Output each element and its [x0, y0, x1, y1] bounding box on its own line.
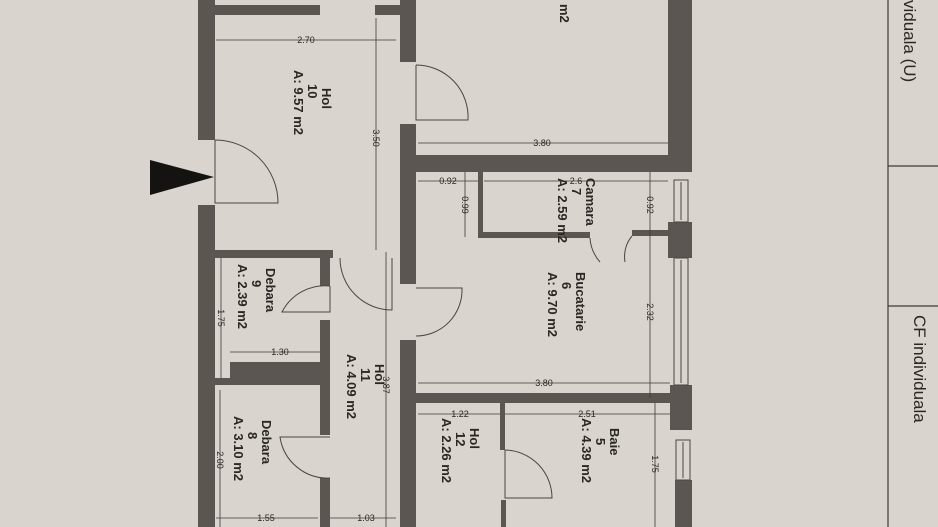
room-hol-12: Hol 12 A: 2.26 m2 — [439, 418, 482, 483]
room-name: Hol — [372, 364, 387, 385]
room-name: Camara — [583, 178, 598, 226]
dim-0-92-right: 0.92 — [645, 196, 655, 214]
room-number: 9 — [249, 280, 264, 287]
dimension-labels: 2.70 3.50 3.80 0.92 0.99 2.6 0.92 2.32 3… — [215, 35, 660, 523]
dim-1-22: 1.22 — [451, 409, 469, 419]
room-number: 7 — [569, 188, 584, 195]
room-baie-5: Baie 5 A: 4.39 m2 — [579, 418, 622, 483]
room-number: 5 — [593, 438, 608, 445]
walls — [198, 0, 692, 527]
partial-room-area: m2 — [557, 4, 572, 23]
dim-2-6: 2.6 — [570, 176, 583, 186]
room-hol-10: Hol 10 A: 9.57 m2 — [291, 70, 334, 135]
room-camara-7: Camara 7 A: 2.59 m2 — [555, 178, 598, 243]
dim-2-32: 2.32 — [645, 303, 655, 321]
room-name: Hol — [467, 428, 482, 449]
side-panel: viduala (U) CF individuala — [887, 0, 938, 527]
side-panel-top-label: viduala (U) — [900, 0, 919, 82]
dim-0-99: 0.99 — [460, 196, 470, 214]
room-name: Baie — [607, 428, 622, 455]
side-panel-bottom-label: CF individuala — [910, 315, 929, 423]
dim-2-70: 2.70 — [297, 35, 315, 45]
room-area: A: 9.57 m2 — [291, 70, 306, 135]
room-area: A: 2.59 m2 — [555, 178, 570, 243]
dim-1-75-left: 1.75 — [216, 309, 226, 327]
dim-1-75-right: 1.75 — [650, 455, 660, 473]
dim-3-80-bottom: 3.80 — [535, 378, 553, 388]
dim-2-00: 2.00 — [215, 451, 225, 469]
room-debara-9: Debara 9 A: 2.39 m2 — [235, 264, 278, 329]
room-number: 12 — [453, 432, 468, 446]
dim-2-51: 2.51 — [578, 409, 596, 419]
room-area: A: 3.10 m2 — [231, 416, 246, 481]
dim-1-55: 1.55 — [257, 513, 275, 523]
room-labels: m2 Hol 10 A: 9.57 m2 Camara 7 A: 2.59 m2… — [231, 4, 622, 483]
dim-3-50: 3.50 — [371, 129, 381, 147]
room-number: 10 — [305, 84, 320, 98]
dimension-lines — [216, 18, 670, 527]
windows — [673, 179, 691, 481]
entrance-arrow-icon — [150, 160, 214, 195]
doors — [214, 64, 633, 499]
dim-0-92-left: 0.92 — [439, 176, 457, 186]
room-number: 8 — [245, 432, 260, 439]
room-name: Bucatarie — [573, 272, 588, 331]
room-area: A: 2.26 m2 — [439, 418, 454, 483]
room-area: A: 9.70 m2 — [545, 272, 560, 337]
room-debara-8: Debara 8 A: 3.10 m2 — [231, 416, 274, 481]
room-number: 6 — [559, 282, 574, 289]
room-bucatarie-6: Bucatarie 6 A: 9.70 m2 — [545, 272, 588, 337]
room-hol-11: Hol 11 A: 4.09 m2 — [344, 354, 387, 419]
dim-1-03: 1.03 — [357, 513, 375, 523]
room-area: A: 4.09 m2 — [344, 354, 359, 419]
room-area: A: 4.39 m2 — [579, 418, 594, 483]
dim-3-87: 3.87 — [381, 376, 391, 394]
room-name: Debara — [263, 268, 278, 313]
room-area: A: 2.39 m2 — [235, 264, 250, 329]
room-name: Debara — [259, 420, 274, 465]
dim-3-80-top: 3.80 — [533, 138, 551, 148]
room-number: 11 — [358, 368, 373, 382]
room-name: Hol — [319, 88, 334, 109]
dim-1-30: 1.30 — [271, 347, 289, 357]
